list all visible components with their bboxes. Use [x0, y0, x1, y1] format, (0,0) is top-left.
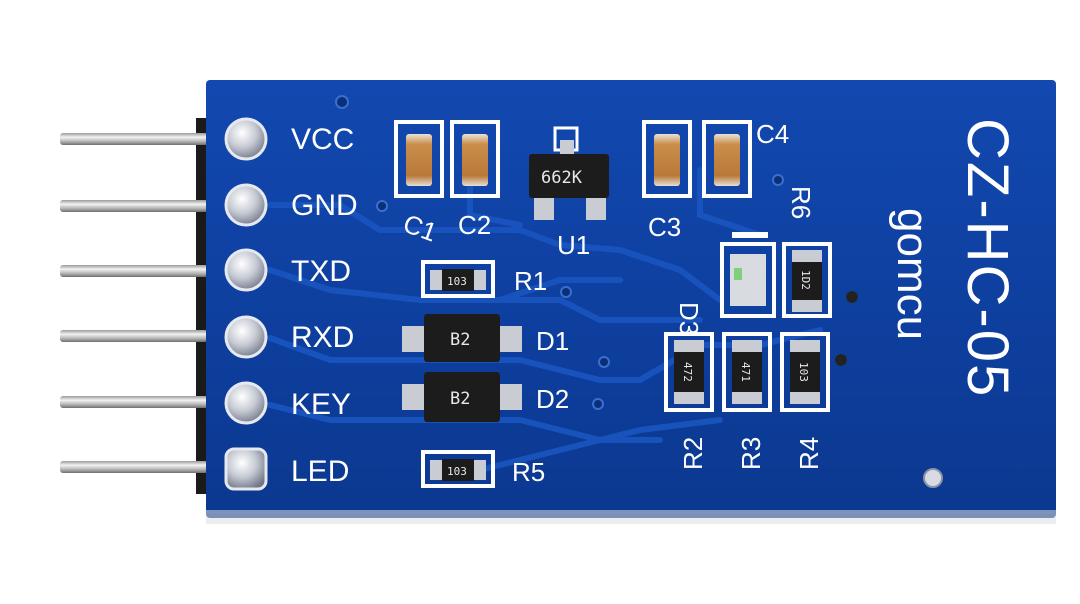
pin-label-gnd: GND	[291, 189, 358, 222]
label-d1: D1	[536, 326, 569, 356]
r3-marking: 471	[739, 362, 752, 382]
diode-d2: B2 D2	[402, 372, 569, 422]
regulator-u1: 662K U1	[529, 126, 609, 260]
resistor-r6: 1D2 R6	[782, 186, 832, 318]
pin-label-txd: TXD	[291, 255, 351, 288]
pin-pads	[224, 117, 268, 491]
r4-marking: 103	[797, 362, 810, 382]
header-pin	[60, 133, 208, 145]
label-u1: U1	[557, 230, 590, 260]
pin-label-rxd: RXD	[291, 321, 354, 354]
label-d3: D3	[674, 302, 704, 335]
pin-pad-square	[224, 447, 268, 491]
pin-pad	[224, 381, 268, 425]
r1-marking: 103	[447, 275, 467, 288]
pcb-bottom-edge	[206, 510, 1056, 524]
diode-d1: B2 D1	[402, 314, 569, 362]
header-pin	[60, 461, 208, 473]
resistor-r3: 471 R3	[722, 332, 772, 470]
capacitor-c4: C4	[702, 119, 789, 198]
label-c2: C2	[458, 210, 491, 240]
r2-marking: 472	[681, 362, 694, 382]
resistor-r1: 103 R1	[421, 260, 547, 298]
pin-labels: VCC GND TXD RXD KEY LED	[291, 123, 358, 488]
d2-marking: B2	[450, 389, 470, 409]
label-r1: R1	[514, 266, 547, 296]
mounting-hole	[923, 468, 943, 488]
test-point	[846, 291, 858, 303]
label-r2: R2	[678, 437, 708, 470]
label-r5: R5	[512, 457, 545, 487]
r6-marking: 1D2	[799, 270, 812, 290]
label-r4: R4	[794, 437, 824, 470]
board-title: CZ-HC-05	[955, 118, 1020, 398]
label-r6: R6	[786, 186, 816, 219]
capacitor-c2: C2	[450, 120, 500, 240]
test-point	[835, 354, 847, 366]
label-d2: D2	[536, 384, 569, 414]
pin-label-led: LED	[291, 455, 349, 488]
pin-pad	[224, 248, 268, 292]
header-pin	[60, 396, 208, 408]
resistor-r4: 103 R4	[780, 332, 830, 470]
label-r3: R3	[736, 437, 766, 470]
pin-pad	[224, 183, 268, 227]
d1-marking: B2	[450, 330, 470, 350]
header-pin	[60, 330, 208, 342]
capacitor-c3: C3	[642, 120, 692, 242]
resistor-r5: 103 R5	[421, 450, 545, 488]
pin-label-key: KEY	[291, 388, 351, 421]
label-c3: C3	[648, 212, 681, 242]
header-pin	[60, 200, 208, 212]
pin-label-vcc: VCC	[291, 123, 354, 156]
led-d3: D3	[674, 232, 776, 335]
pin-header	[60, 118, 210, 494]
label-c4: C4	[756, 119, 789, 149]
resistor-r2: 472 R2	[664, 332, 714, 470]
header-pins	[60, 133, 208, 473]
board-brand: gomcu	[888, 208, 937, 340]
pin-pad	[224, 315, 268, 359]
header-pin	[60, 265, 208, 277]
r5-marking: 103	[447, 465, 467, 478]
u1-marking: 662K	[541, 168, 583, 188]
pcb-board: VCC GND TXD RXD KEY LED C1 C2 662K U1	[206, 80, 1056, 524]
pin-pad	[224, 117, 268, 161]
